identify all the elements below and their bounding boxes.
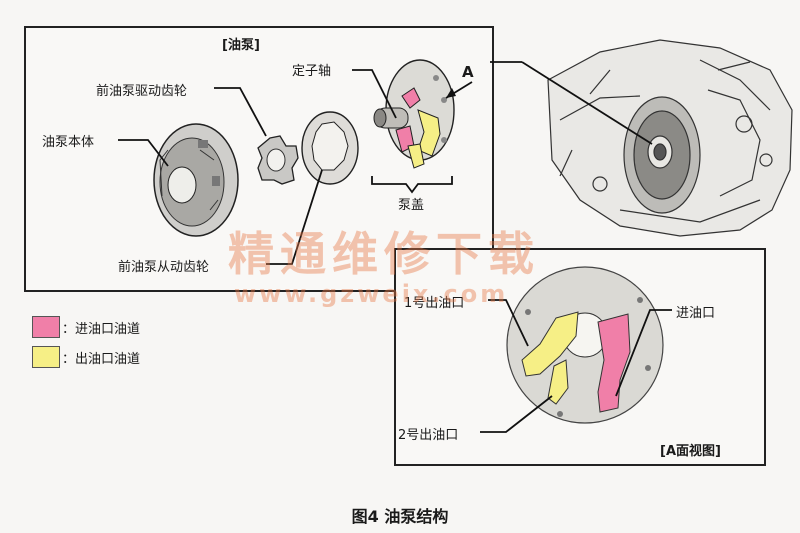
drive-gear-label: 前油泵驱动齿轮 [96,84,188,99]
a-face-pump-shape [506,266,664,424]
pump-cover-shape [373,59,455,169]
outlet-1-label: 1号出油口 [404,296,465,311]
legend-outlet-swatch [32,346,60,368]
pump-cover-label: 泵盖 [398,198,425,213]
legend-inlet-text: ：进油口油道 [62,322,141,337]
outlet-2-label: 2号出油口 [398,428,459,443]
panel-title: [油泵] [222,38,260,53]
legend-outlet-text: ：出油口油道 [62,352,141,367]
a-view-title: [A面视图] [660,444,721,459]
driven-gear-shape [301,111,359,185]
pump-body-label: 油泵本体 [42,135,95,150]
inlet-label: 进油口 [676,306,716,321]
driven-gear-label: 前油泵从动齿轮 [118,260,210,275]
drive-gear-shape [257,135,299,185]
legend-inlet-swatch [32,316,60,338]
pump-body-shape [153,123,239,237]
transmission-illustration [547,39,793,237]
watermark-chinese: 精通维修下载 [228,227,540,281]
a-face-leader-lines [480,299,672,433]
arrow-a-label: A [462,63,474,81]
figure-caption: 图4 油泵结构 [351,507,449,526]
watermark-url: www.gzweix.com [234,280,509,308]
stator-shaft-label: 定子轴 [292,64,332,79]
